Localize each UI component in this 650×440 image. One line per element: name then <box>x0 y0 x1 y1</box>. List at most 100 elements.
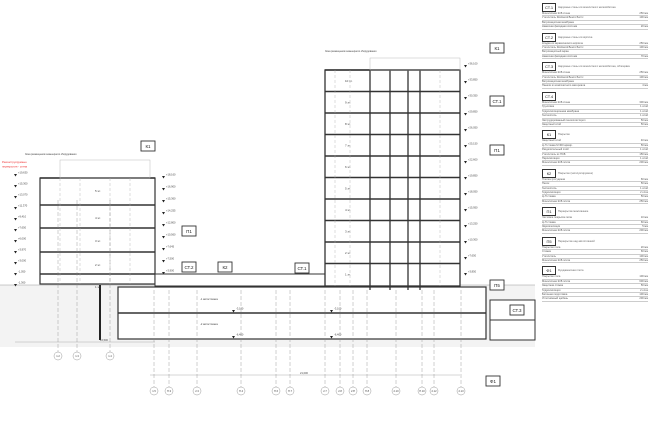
layer-name: Панели из композитного материала <box>542 84 586 88</box>
layer-name: Ц-П стяжка М 300 армир. <box>542 143 573 147</box>
level-label: +7,650 <box>468 254 477 258</box>
layer-name: Ветрозащитная мембрана <box>542 20 574 24</box>
floor-label: 9 эт. <box>345 101 351 105</box>
layer-thickness: 20 мм <box>640 245 648 249</box>
section-tag <box>485 375 501 387</box>
level-label: +3,970 <box>18 248 27 252</box>
section-tag <box>217 261 233 273</box>
level-label: +16,900 <box>166 185 176 189</box>
layer-thickness: 100 мм <box>639 275 648 279</box>
level-marker-icon <box>14 185 17 188</box>
layer-thickness: 1 слой <box>640 148 648 152</box>
legend-tag: К1 <box>542 130 556 140</box>
layer-thickness: 40 мм <box>640 139 648 143</box>
level-label: +18,160 <box>166 173 176 177</box>
section-tag-text: К1 <box>145 144 151 149</box>
layer-name: Гидроизоляция <box>542 190 561 194</box>
layer-name: Грунтовка <box>542 105 555 109</box>
level-marker-icon <box>464 177 467 180</box>
section-tag <box>294 262 310 274</box>
grid-axis-bubble <box>192 386 202 396</box>
grid-axis-bubble <box>285 386 295 396</box>
level-marker-icon <box>162 248 165 251</box>
level-marker-icon <box>14 251 17 254</box>
level-label: +14,255 <box>166 209 176 213</box>
level-label: -3,100 <box>236 307 244 311</box>
legend-title: Наружные стены из монолитного железобето… <box>558 65 630 69</box>
grid-axis-label: П.4 <box>239 389 244 393</box>
level-label: +11,370 <box>18 204 28 208</box>
layer-thickness: 200 мм <box>639 297 648 301</box>
grid-axis-label: 1.3 <box>75 354 79 358</box>
legend-tag: Ф1 <box>542 266 556 276</box>
legend-tag: СТ.4 <box>542 91 557 101</box>
floor-label: 1 эт. <box>95 285 101 289</box>
layer-name: Монолитная Ж/Б стена <box>542 100 570 104</box>
level-label: +33,850 <box>468 78 478 82</box>
grid-axis-label: 2.8' <box>351 389 356 393</box>
grid-axis-bubble <box>417 386 427 396</box>
layer-thickness: 250 мм <box>639 199 648 203</box>
layer-name: Защитная стяжка <box>542 284 564 288</box>
floor-label: 2 эт. <box>95 263 101 267</box>
floor-label: 2 эт. <box>345 251 351 255</box>
grid-axis-label: П.6 <box>274 389 279 393</box>
section-tag-text: К1 <box>494 46 500 51</box>
grid-axis-label: П.8 <box>365 389 370 393</box>
floor-label: 5 эт. <box>95 189 101 193</box>
section-tag <box>181 225 197 237</box>
layer-name: Экструдированный пенополистирол <box>542 118 586 122</box>
level-marker-icon <box>14 196 17 199</box>
level-marker-icon <box>162 212 165 215</box>
left-building-outline <box>39 177 156 285</box>
connector-block <box>154 273 326 287</box>
level-label: -1,050 <box>18 270 26 274</box>
level-label: +29,850 <box>468 110 478 114</box>
level-marker-icon <box>232 336 235 339</box>
layer-name: Звукоизоляция <box>542 225 561 228</box>
level-label: +3,000 <box>18 259 27 263</box>
legend-row: Ветрозащитная мембрана <box>542 80 648 85</box>
layer-name: Песок <box>542 182 550 186</box>
layer-thickness: 100 мм <box>639 293 648 297</box>
layer-name: Навесная фасадная система <box>542 54 578 58</box>
level-marker-icon <box>162 260 165 263</box>
layer-thickness: 250 мм <box>639 259 648 263</box>
level-marker-icon <box>162 272 165 275</box>
layer-name: Геотекстиль <box>542 186 557 190</box>
section-tag-text: Ф1 <box>490 379 496 384</box>
legend-title: Покрытие <box>558 133 570 137</box>
section-tag-text: СТ.1 <box>492 99 502 104</box>
level-marker-icon <box>464 97 467 100</box>
legend-title: Наружные стены из монолитного железобето… <box>558 6 616 9</box>
layer-name: Гидроизоляция <box>542 288 561 292</box>
level-marker-icon <box>14 262 17 265</box>
grid-axis-bubble <box>456 386 466 396</box>
red-note: перекрытия - стена <box>2 165 28 169</box>
level-marker-icon <box>162 188 165 191</box>
layer-name: Разделительный слой <box>542 148 569 152</box>
floor-label: 4 эт. <box>95 216 101 220</box>
floor-label: 6 эт. <box>345 165 351 169</box>
level-label: +19,630 <box>18 171 28 175</box>
legend-title: Перекрытие межэтажное <box>558 210 589 214</box>
layer-thickness: 250 мм <box>639 41 648 45</box>
